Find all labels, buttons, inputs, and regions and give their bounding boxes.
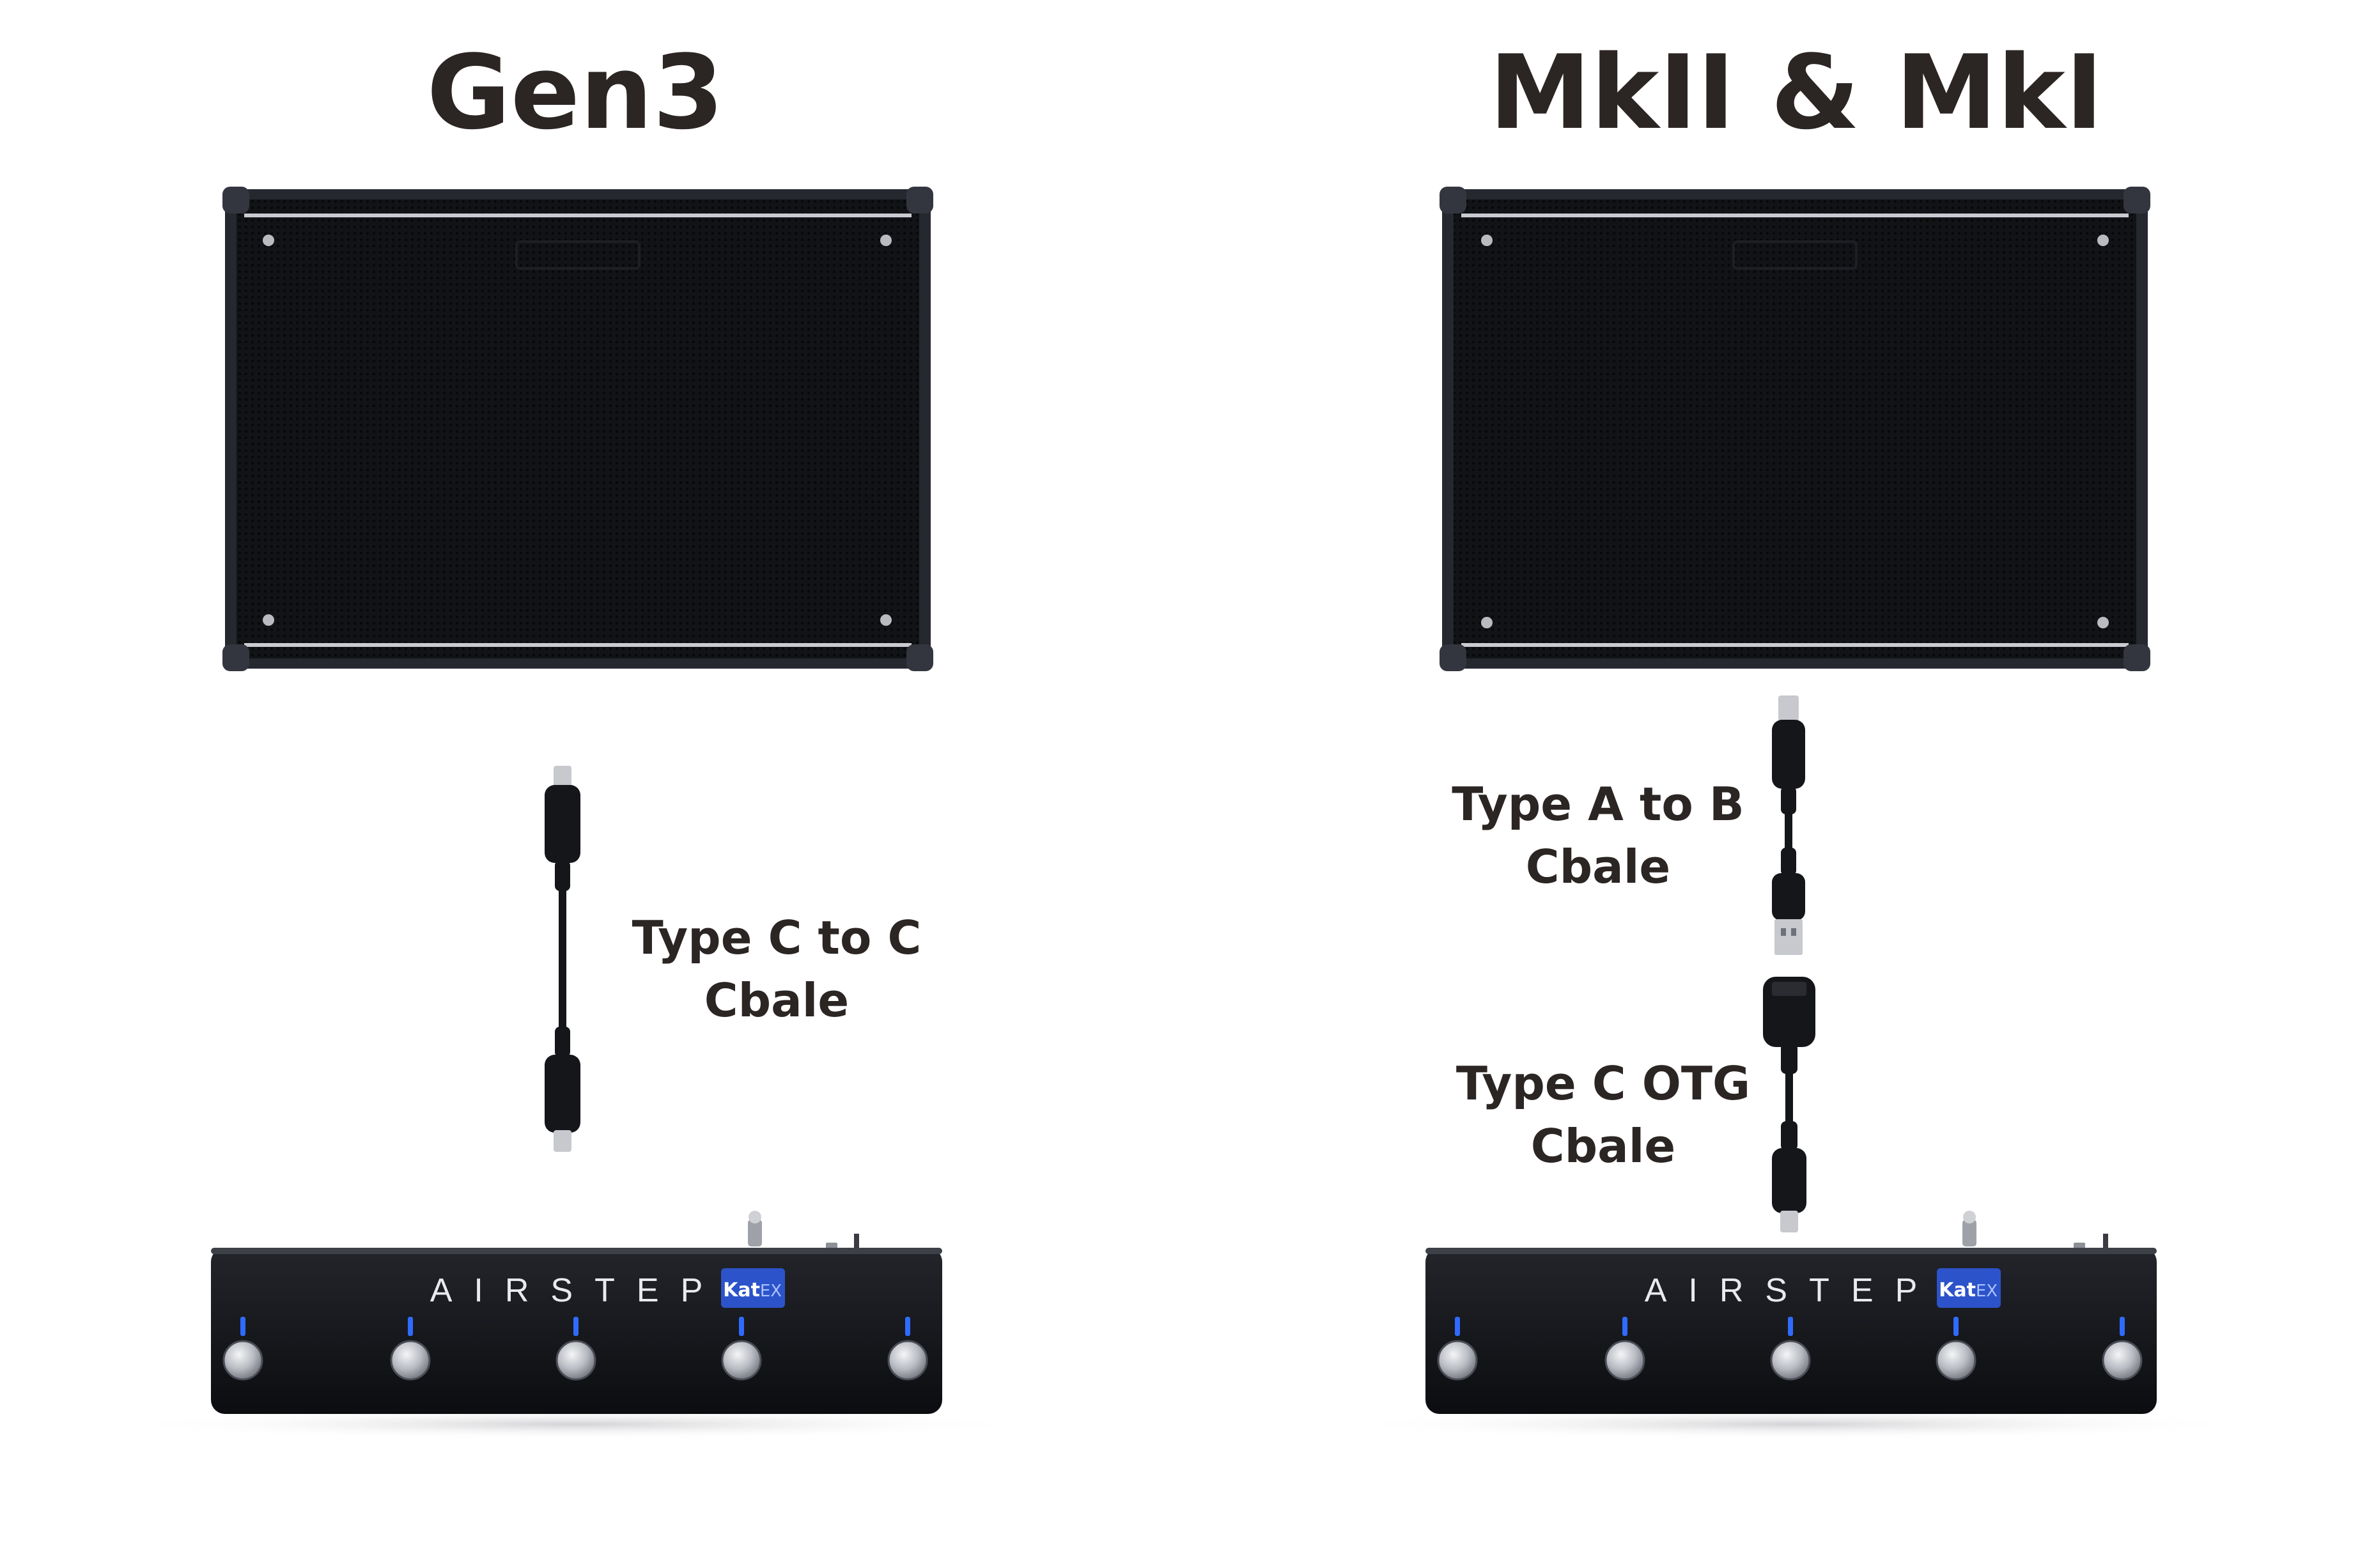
- cable-label-a-to-b-line2: Cbale: [1526, 840, 1670, 894]
- ex-badge-mk2-mk1: EX: [1976, 1282, 1998, 1301]
- usb-c-to-c-cable: [545, 766, 580, 1152]
- footswitch-row-mk2-mk1: [1437, 1317, 2143, 1381]
- airstep-brand-mk2-mk1: AIRSTEP: [1645, 1272, 1939, 1309]
- cable-label-c-to-c-line2: Cbale: [704, 974, 849, 1027]
- airstep-controller-gen3: AIRSTEP Kat EX: [115, 1211, 1036, 1440]
- airstep-controller-mk2-mk1: AIRSTEP Kat EX: [1336, 1211, 2256, 1440]
- airstep-brand-gen3: AIRSTEP: [430, 1272, 725, 1309]
- amp-cabinet-mk2-mk1: [1440, 187, 2150, 671]
- kat-badge-mk2-mk1: Kat: [1939, 1279, 1976, 1301]
- ex-badge-gen3: EX: [760, 1282, 782, 1301]
- usb-c-otg-cable: [1763, 977, 1815, 1232]
- amp-cabinet-gen3: [222, 187, 933, 671]
- column-title-mk2-mk1: MkII & MkI: [1489, 33, 2104, 152]
- cable-label-otg-line1: Type C OTG: [1456, 1057, 1750, 1110]
- cable-label-otg-line2: Cbale: [1531, 1119, 1675, 1173]
- footswitch-row-gen3: [222, 1317, 928, 1381]
- cable-label-a-to-b-line1: Type A to B: [1452, 777, 1744, 831]
- kat-badge-gen3: Kat: [723, 1279, 760, 1301]
- column-title-gen3: Gen3: [426, 33, 724, 152]
- cable-label-c-to-c-line1: Type C to C: [632, 911, 922, 965]
- usb-a-to-b-cable: [1772, 695, 1805, 955]
